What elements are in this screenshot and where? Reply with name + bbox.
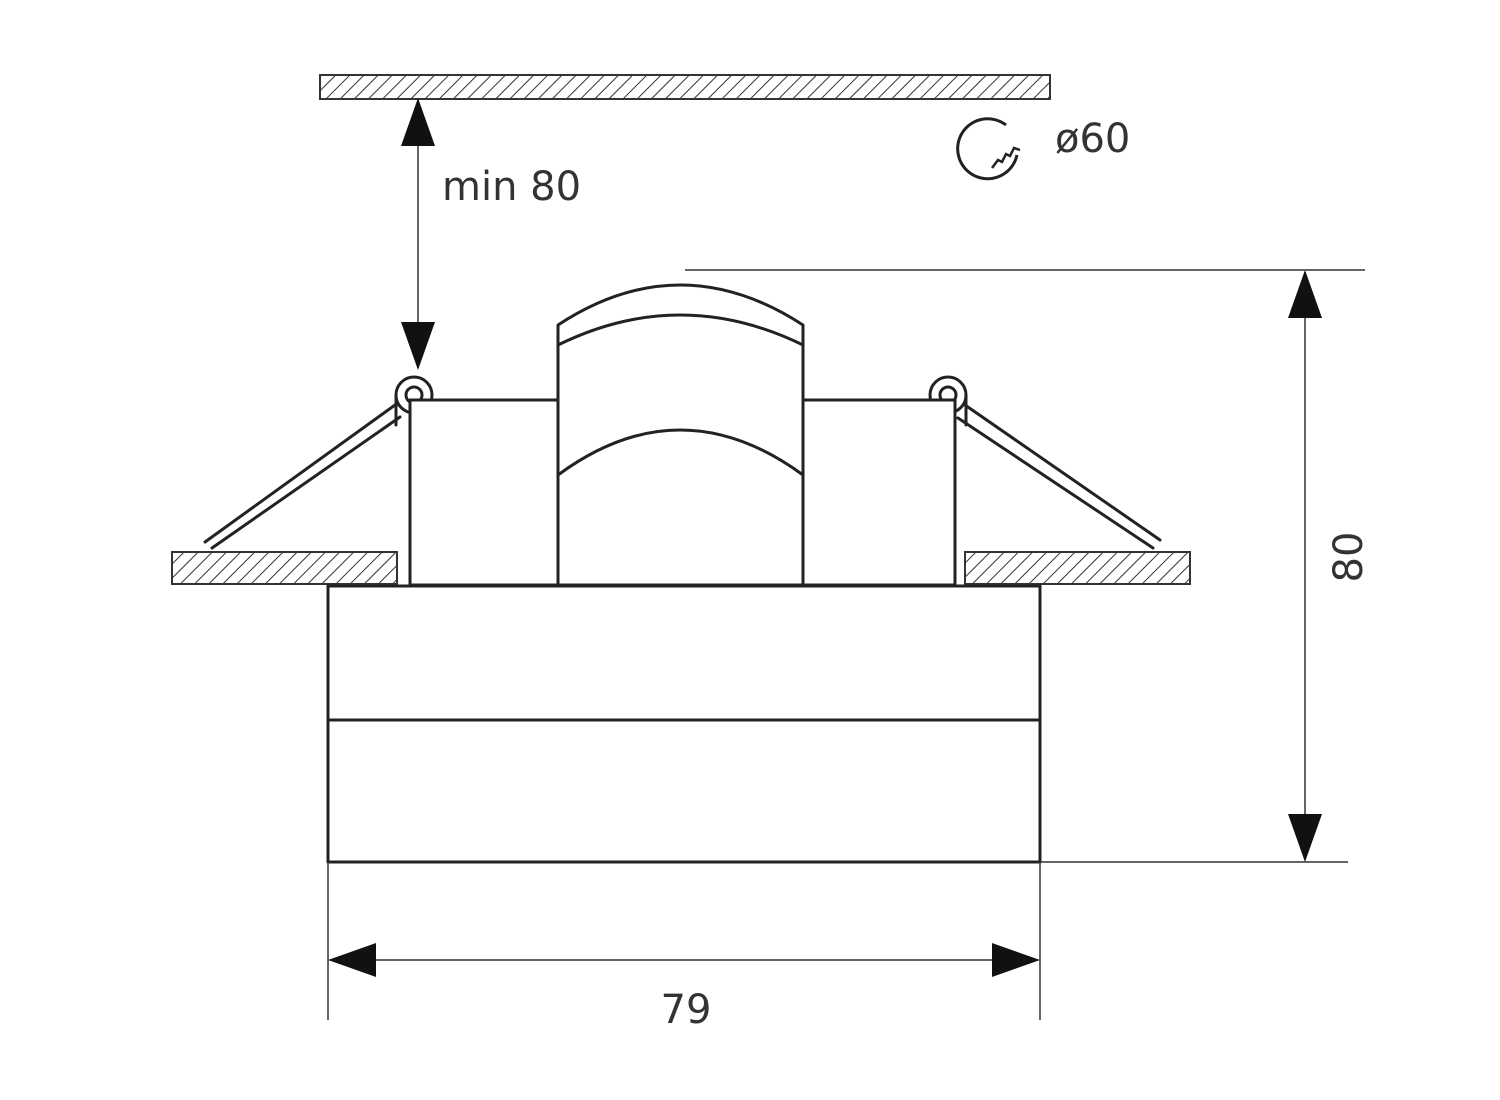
spring-clip-right bbox=[928, 375, 1162, 550]
extension-lines bbox=[327, 269, 1365, 1020]
height-label: 80 bbox=[1326, 532, 1372, 583]
spring-clip-left bbox=[203, 375, 434, 550]
ceiling-panel-right bbox=[964, 551, 1191, 585]
hole-saw-icon bbox=[956, 117, 1021, 181]
cutout-diameter: ø60 bbox=[956, 116, 1130, 181]
ceiling-panel-left bbox=[171, 551, 398, 585]
width-label: 79 bbox=[661, 987, 712, 1033]
dimension-height: 80 bbox=[1288, 270, 1372, 862]
trim-ring bbox=[326, 584, 1042, 864]
dimension-min-clearance: min 80 bbox=[401, 98, 581, 370]
cutout-diameter-label: ø60 bbox=[1055, 116, 1130, 162]
ceiling-slab bbox=[319, 74, 1051, 100]
min-clearance-label: min 80 bbox=[442, 164, 581, 210]
housing bbox=[408, 283, 957, 587]
dimension-width: 79 bbox=[328, 943, 1040, 1033]
